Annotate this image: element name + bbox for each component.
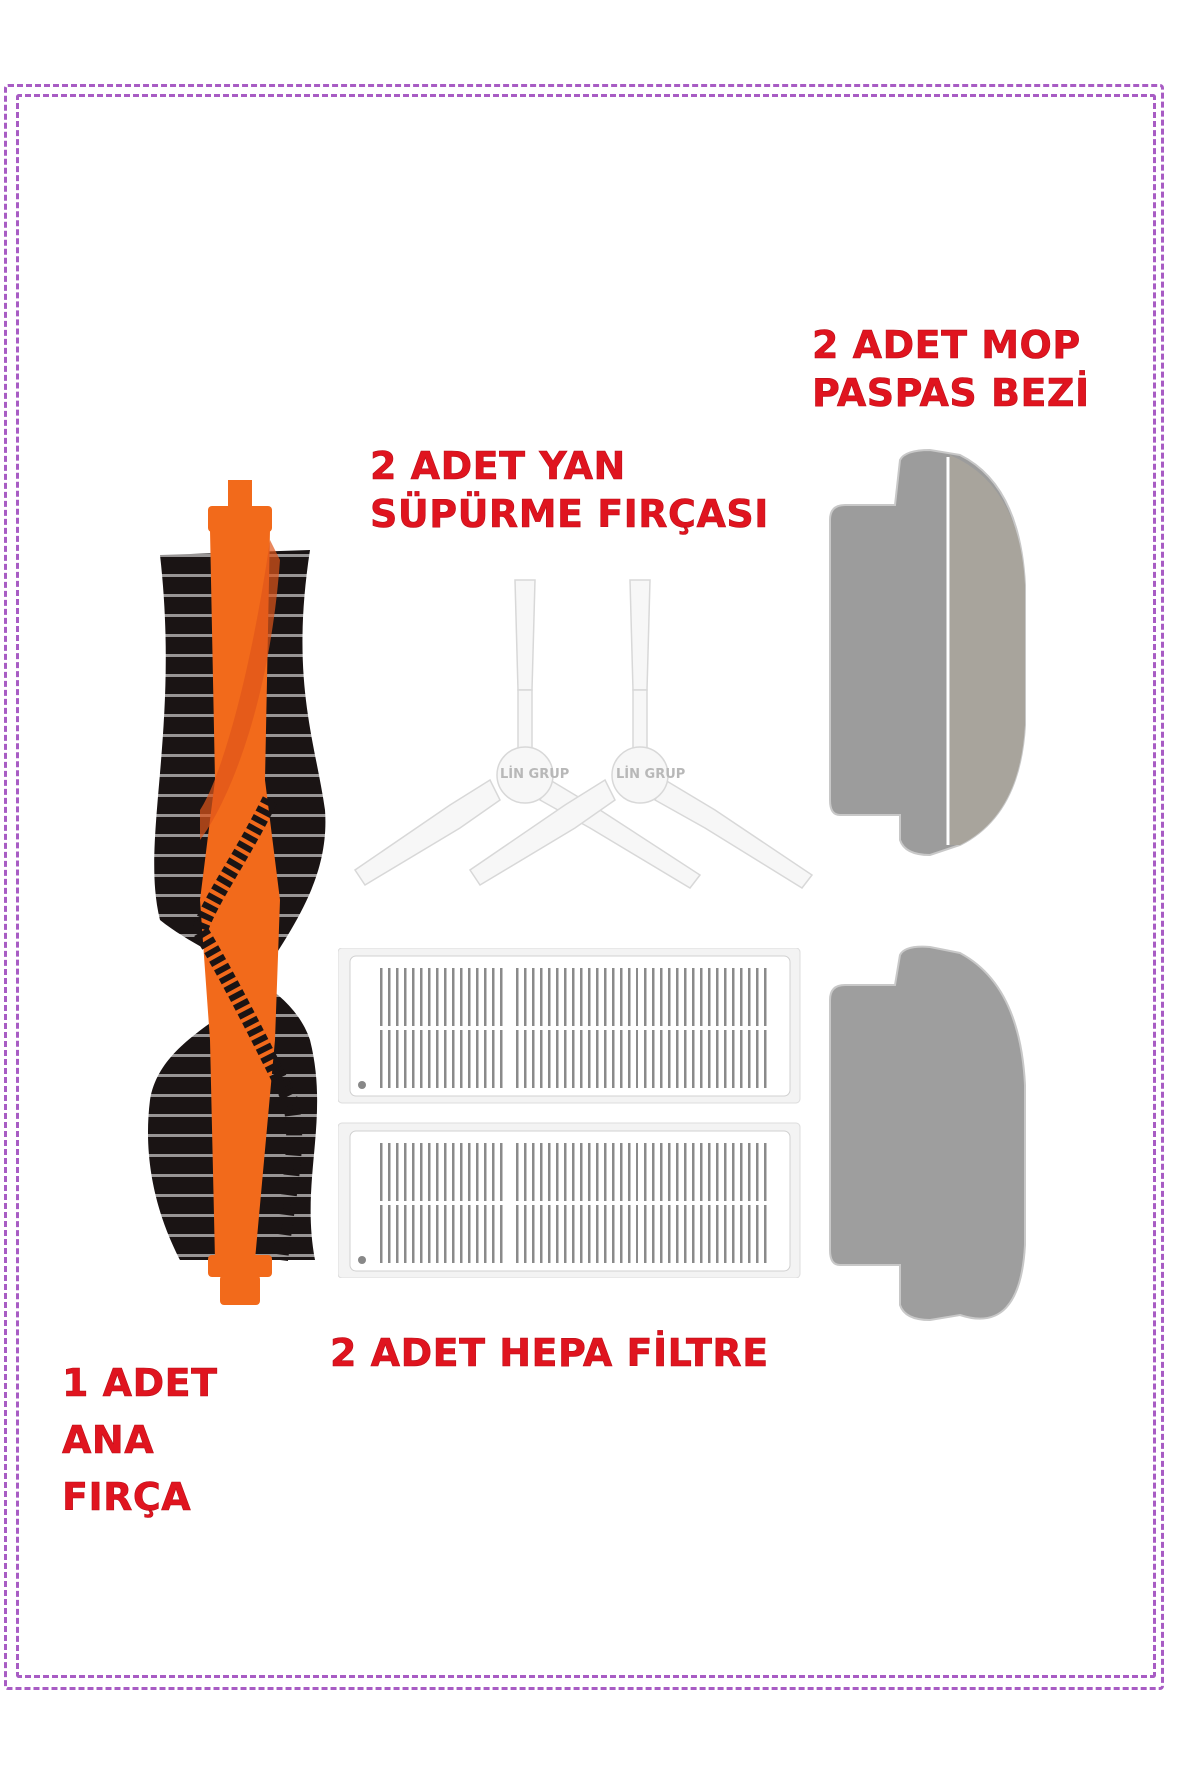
main-brush-icon: [147, 480, 326, 1305]
main-roller-brush-image: [140, 480, 340, 1310]
main-brush-label-line1: 1 ADET: [62, 1361, 218, 1406]
watermark-text: LİN GRUP: [500, 767, 570, 782]
decorative-inner-border: [16, 94, 1156, 1678]
side-brushes-image: LİN GRUP LİN GRUP: [340, 570, 820, 900]
hepa-label-line1: 2 ADET HEPA FİLTRE: [330, 1331, 769, 1376]
side-brush-label-line1: 2 ADET YAN: [370, 444, 626, 489]
hepa-filter-label: 2 ADET HEPA FİLTRE: [330, 1330, 769, 1378]
mop-label-line1: 2 ADET MOP: [812, 323, 1081, 368]
main-brush-label-line3: FIRÇA: [62, 1475, 192, 1520]
mop-pads-image: [820, 445, 1040, 1325]
watermark-text: LİN GRUP: [616, 767, 686, 782]
decorative-outer-border: [4, 84, 1164, 1690]
mop-label-line2: PASPAS BEZİ: [812, 370, 1090, 416]
mop-pad-label: 2 ADET MOP PASPAS BEZİ: [812, 322, 1090, 418]
side-brush-label-line2: SÜPÜRME FIRÇASI: [370, 491, 769, 537]
hepa-filters-image: [337, 947, 808, 1279]
side-brush-label: 2 ADET YAN SÜPÜRME FIRÇASI: [370, 443, 769, 539]
mop-pad-icon: [829, 448, 1026, 1322]
side-brush-icon: [353, 579, 814, 889]
hepa-filter-icon: [337, 947, 801, 1279]
main-brush-label: 1 ADET ANA FIRÇA: [62, 1355, 218, 1526]
main-brush-label-line2: ANA: [62, 1418, 155, 1463]
